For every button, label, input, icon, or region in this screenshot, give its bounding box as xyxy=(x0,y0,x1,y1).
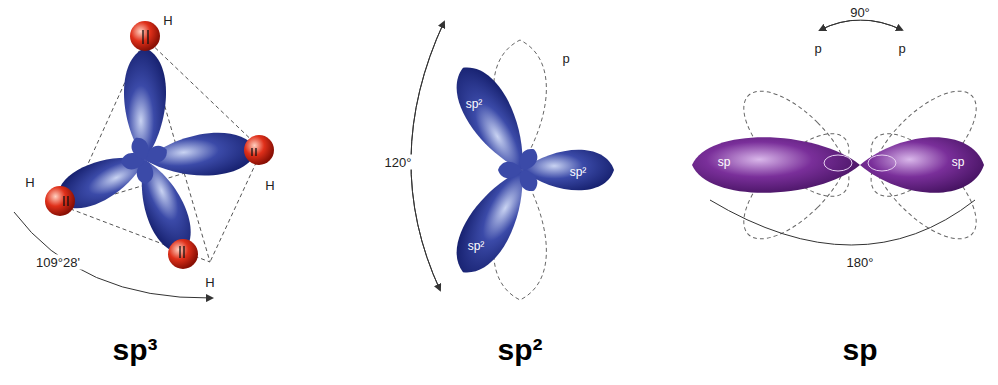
orbital-label: p xyxy=(896,41,907,56)
orbital-label: p xyxy=(560,51,571,66)
orbital-label: sp² xyxy=(468,240,485,252)
sp-figure xyxy=(692,20,993,256)
sp2-figure xyxy=(411,22,614,300)
atom-label: H xyxy=(203,275,216,290)
angle-label: 90° xyxy=(848,5,872,20)
angle-label: 180° xyxy=(845,255,876,270)
hybrid-caption: sp² xyxy=(498,335,543,365)
hybrid-caption: sp xyxy=(842,335,877,365)
angle-label: 109°28' xyxy=(34,255,82,270)
orbital-label: sp² xyxy=(466,98,483,110)
atom-label: H xyxy=(263,178,276,193)
angle-label: 120° xyxy=(383,155,414,170)
sp3-figure xyxy=(14,21,274,298)
atom-label: H xyxy=(23,175,36,190)
orbital-label: sp xyxy=(718,156,731,168)
atom-label: H xyxy=(161,13,174,28)
hybrid-caption: sp³ xyxy=(113,335,158,365)
orbital-label: sp² xyxy=(570,166,587,178)
orbital-label: p xyxy=(812,41,823,56)
orbital-label: sp xyxy=(952,156,965,168)
